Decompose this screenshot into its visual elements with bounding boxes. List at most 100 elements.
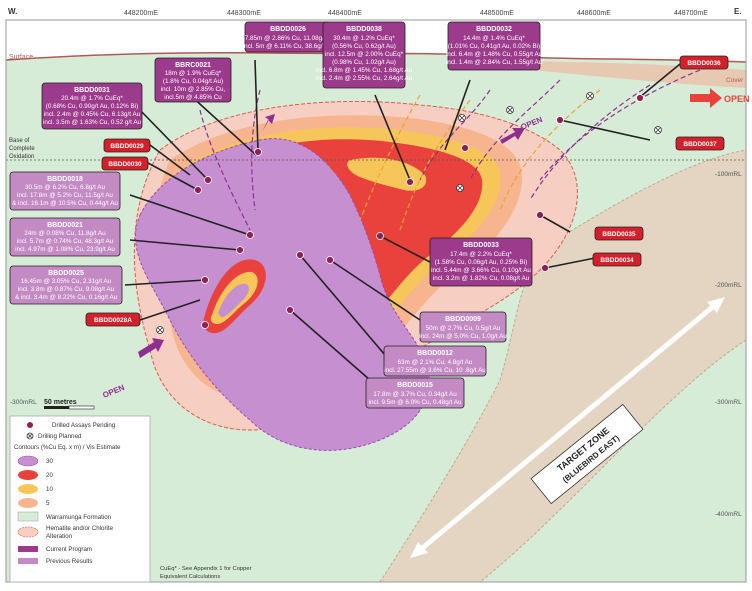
result-box-bbdd0038: BBDD0038 30.4m @ 1.2% CuEq* (0.56% Cu, 0… <box>316 21 413 89</box>
scale-label: 50 metres <box>44 399 77 406</box>
result-box-bbdd0012: BBDD0012 63m @ 2.1% Cu, 4.8g/t Au incl. … <box>383 345 487 377</box>
legend-contour-30 <box>17 455 39 467</box>
surface-label: Surface <box>9 54 33 61</box>
open-label: OPEN <box>724 94 750 104</box>
svg-text:5: 5 <box>46 500 50 507</box>
svg-text:BBDD0031: BBDD0031 <box>74 87 110 94</box>
svg-text:incl. 10m @ 2.85% Cu,: incl. 10m @ 2.85% Cu, <box>161 86 226 93</box>
red-tag <box>101 156 149 171</box>
svg-text:(0.56% Cu, 0.62g/t Au): (0.56% Cu, 0.62g/t Au) <box>332 43 396 50</box>
svg-text:BBDD0032: BBDD0032 <box>476 26 512 33</box>
svg-text:Warramunga Formation: Warramunga Formation <box>46 514 112 521</box>
svg-text:(0.68% Cu, 0.90g/t Au, 0.12% B: (0.68% Cu, 0.90g/t Au, 0.12% Bi) <box>46 103 138 110</box>
svg-text:20: 20 <box>46 472 53 479</box>
svg-text:Drilled Assays Pending: Drilled Assays Pending <box>52 422 116 429</box>
red-tag <box>594 226 644 241</box>
rl-labels: -100mRL -200mRL -300mRL -300mRL -400mRL <box>10 171 742 518</box>
svg-text:incl. 3.8m @ 0.87% Cu, 9.08g/t: incl. 3.8m @ 0.87% Cu, 9.08g/t Au <box>18 286 115 293</box>
svg-text:Complete: Complete <box>9 146 35 152</box>
svg-text:(1.01% Cu, 0.41g/t Au, 0.02% B: (1.01% Cu, 0.41g/t Au, 0.02% Bi) <box>448 43 540 50</box>
result-box-bbdd0032: BBDD0032 14.4m @ 1.4% CuEq* (1.01% Cu, 0… <box>446 21 543 71</box>
legend-current-swatch <box>18 546 38 552</box>
target-zone-band <box>379 149 747 583</box>
svg-text:incl. 27.55m @ 3.6% Cu, 10 .8g: incl. 27.55m @ 3.6% Cu, 10 .8g/t Au <box>384 367 486 374</box>
svg-text:20.4m @ 1.7% CuEq*: 20.4m @ 1.7% CuEq* <box>61 95 123 102</box>
svg-text:BBDD0033: BBDD0033 <box>463 242 499 249</box>
easting-label: 448200mE <box>124 10 158 17</box>
svg-text:BBDD0009: BBDD0009 <box>445 316 481 323</box>
svg-text:Contours (%Cu Eq. x m) / Vis E: Contours (%Cu Eq. x m) / Vis Estimate <box>14 444 121 451</box>
result-box-bbdd0033: BBDD0033 17.4m @ 2.2% CuEq* (1.58% Cu, 0… <box>429 237 533 287</box>
svg-text:CuEq* - See Appendix 1 for Cop: CuEq* - See Appendix 1 for Copper <box>160 566 252 572</box>
svg-text:(1.58% Cu, 0.06g/t Au, 0.25% B: (1.58% Cu, 0.06g/t Au, 0.25% Bi) <box>435 259 527 266</box>
svg-text:(1.8% Cu, 0.04g/t Au): (1.8% Cu, 0.04g/t Au) <box>163 78 223 85</box>
west-label: W. <box>8 7 17 16</box>
svg-text:incl. 2.4m @ 2.55% Cu, 2.64g/t: incl. 2.4m @ 2.55% Cu, 2.64g/t Au <box>316 75 413 82</box>
cover-band <box>480 60 746 88</box>
scale-bar: 50 metres <box>44 399 95 410</box>
svg-text:BBRC0021: BBRC0021 <box>175 62 211 69</box>
svg-text:incl. 9.5m @ 6.0% Cu, 0.48g/t: incl. 9.5m @ 6.0% Cu, 0.48g/t Au <box>369 399 462 406</box>
result-box-bbdd0015: BBDD0015 17.8m @ 3.7% Cu, 0.34g/t Au inc… <box>365 377 465 409</box>
svg-text:BBDD0015: BBDD0015 <box>397 382 433 389</box>
open-arrow-east: OPEN <box>690 88 750 108</box>
easting-label: 448500mE <box>480 10 514 17</box>
red-tag <box>592 252 642 267</box>
svg-text:BBDD0038: BBDD0038 <box>346 26 382 33</box>
rl-label: -200mRL <box>715 282 742 289</box>
svg-text:incl. 1.4m @ 2.84% Cu, 1.55g/t: incl. 1.4m @ 2.84% Cu, 1.55g/t Au <box>446 59 543 66</box>
frame <box>5 19 747 583</box>
svg-text:incl. 5.7m @ 0.74% Cu, 48.3g/t: incl. 5.7m @ 0.74% Cu, 48.3g/t Au <box>17 238 114 245</box>
svg-text:incl. 5.44m @ 3.66% Cu, 0.10g/: incl. 5.44m @ 3.66% Cu, 0.10g/t Au <box>431 267 531 274</box>
svg-text:24m @ 0.08% Cu, 11.8g/t Au: 24m @ 0.08% Cu, 11.8g/t Au <box>24 230 106 237</box>
easting-label: 448400mE <box>328 10 362 17</box>
svg-text:incl.5m @ 4.85% Cu: incl.5m @ 4.85% Cu <box>164 94 222 101</box>
easting-label: 448700mE <box>674 10 708 17</box>
up-arrow <box>262 114 275 132</box>
svg-text:BBDD0012: BBDD0012 <box>417 350 453 357</box>
pointer-lines <box>124 59 681 381</box>
rl-label: -400mRL <box>715 511 742 518</box>
svg-text:30: 30 <box>46 458 53 465</box>
east-label: E. <box>734 7 742 16</box>
rl-label: -300mRL <box>715 399 742 406</box>
svg-text:30.5m @ 6.2% Cu, 6.8g/t Au: 30.5m @ 6.2% Cu, 6.8g/t Au <box>25 184 105 191</box>
svg-text:BBDD0029: BBDD0029 <box>110 143 144 150</box>
svg-text:incl. 2.4m @ 0.45% Cu, 6.13g/t: incl. 2.4m @ 0.45% Cu, 6.13g/t Au <box>44 111 141 118</box>
easting-label: 448600mE <box>577 10 611 17</box>
svg-text:incl. 6.4m @ 1.48% Cu, 0.55g/t: incl. 6.4m @ 1.48% Cu, 0.55g/t Au <box>446 51 543 58</box>
footnote: CuEq* - See Appendix 1 for Copper Equiva… <box>160 566 252 580</box>
rl-label: -300mRL <box>10 399 37 406</box>
oxidation-label: Base of Complete Oxidation <box>9 138 35 160</box>
svg-text:Current Program: Current Program <box>46 546 92 553</box>
svg-text:incl. 24m @ 5.0% Cu, 1.0g/t Au: incl. 24m @ 5.0% Cu, 1.0g/t Au <box>419 333 507 340</box>
cover-label: Cover <box>726 77 744 84</box>
svg-text:Oxidation: Oxidation <box>9 154 34 160</box>
svg-text:14.4m @ 1.4% CuEq*: 14.4m @ 1.4% CuEq* <box>463 35 525 42</box>
svg-text:BBDD0035: BBDD0035 <box>602 231 636 238</box>
result-box-bbdd0026: BBDD0026 17.85m @ 2.86% Cu, 11.08g/t Au … <box>241 21 335 53</box>
legend-contour-5 <box>18 498 38 508</box>
svg-text:(0.98% Cu, 1.02g/t Au): (0.98% Cu, 1.02g/t Au) <box>332 59 396 66</box>
svg-text:30.4m @ 1.2% CuEq*: 30.4m @ 1.2% CuEq* <box>333 35 395 42</box>
legend-previous-swatch <box>18 558 38 564</box>
legend-drilled-icon <box>27 422 33 428</box>
svg-text:Hematite and/or Chlorite: Hematite and/or Chlorite <box>46 525 114 532</box>
svg-text:incl. 4.97m @ 1.08% Cu, 23.9g/: incl. 4.97m @ 1.08% Cu, 23.9g/t Au <box>15 246 115 253</box>
svg-text:63m @ 2.1% Cu, 4.8g/t Au: 63m @ 2.1% Cu, 4.8g/t Au <box>398 359 473 366</box>
svg-text:17.4m @ 2.2% CuEq*: 17.4m @ 2.2% CuEq* <box>450 251 512 258</box>
drilled-dots <box>194 94 644 329</box>
svg-text:incl. 6.8m @ 1.45% Cu, 1.68g/t: incl. 6.8m @ 1.45% Cu, 1.68g/t Au <box>316 67 413 74</box>
red-tag <box>85 312 141 327</box>
svg-text:incl. 3.2m @ 1.82% Cu, 0.08g/t: incl. 3.2m @ 1.82% Cu, 0.08g/t Au <box>433 275 530 282</box>
svg-text:10: 10 <box>46 486 53 493</box>
svg-text:Alteration: Alteration <box>46 533 73 540</box>
svg-text:incl. 12.5m @ 2.00% CuEq*: incl. 12.5m @ 2.00% CuEq* <box>325 51 404 58</box>
rl-label: -100mRL <box>715 171 742 178</box>
red-tag <box>103 138 151 153</box>
easting-labels: 448200mE 448300mE 448400mE 448500mE 4486… <box>124 10 708 17</box>
svg-text:incl. 5m @ 6.11% Cu, 38.6g/t A: incl. 5m @ 6.11% Cu, 38.6g/t Au <box>243 43 334 50</box>
current-program-traces <box>199 69 701 231</box>
svg-text:Base of: Base of <box>9 138 30 144</box>
